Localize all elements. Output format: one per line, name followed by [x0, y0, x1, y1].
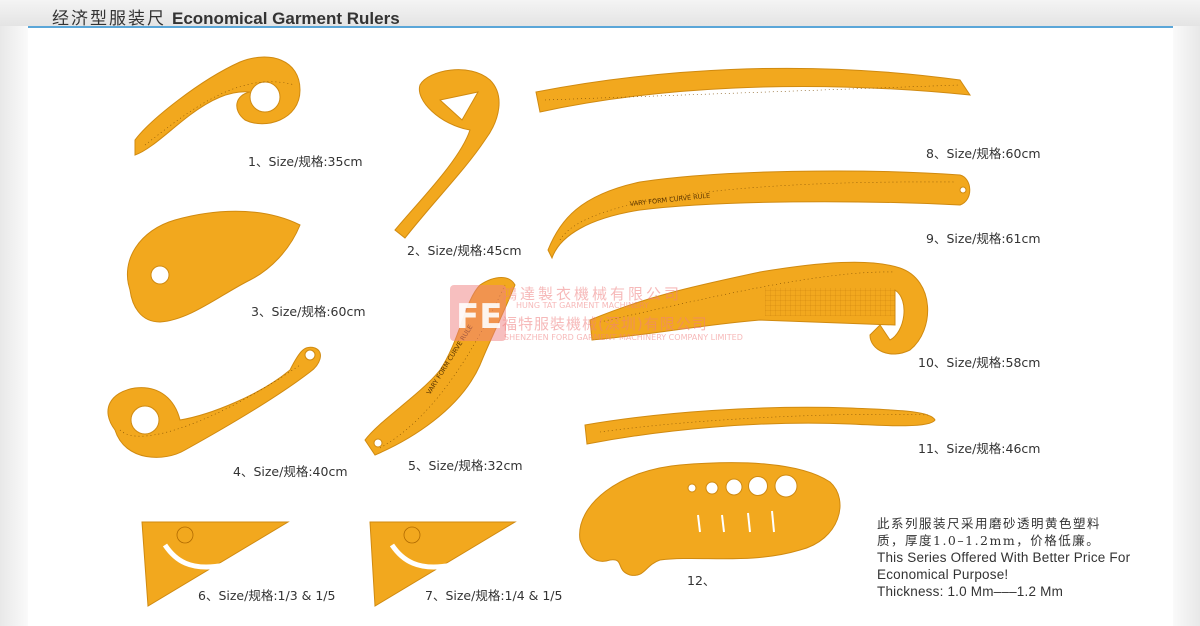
item-4-label: 4、Size/规格:40cm	[233, 464, 348, 479]
ruler-2	[394, 69, 500, 239]
left-shade	[0, 26, 28, 626]
description-cn-line1: 此系列服装尺采用磨砂透明黄色塑料	[877, 516, 1102, 531]
watermark-line1-cn: 鴻達製衣機械有限公司	[502, 285, 683, 303]
page-title-en: Economical Garment Rulers	[172, 9, 400, 28]
item-7-label: 7、Size/规格:1/4 & 1/5	[425, 588, 563, 603]
item-3-label: 3、Size/规格:60cm	[251, 304, 366, 319]
item-9-label: 9、Size/规格:61cm	[926, 231, 1041, 246]
svg-text:FE: FE	[456, 297, 502, 337]
ruler-12	[579, 462, 841, 576]
ruler-3	[126, 210, 301, 323]
item-6-label: 6、Size/规格:1/3 & 1/5	[198, 588, 336, 603]
ruler-9	[547, 170, 971, 260]
description-en-line2: Economical Purpose!	[877, 567, 1009, 582]
header-bar	[0, 0, 1200, 26]
item-2-label: 2、Size/规格:45cm	[407, 243, 522, 258]
description-en-line3: Thickness: 1.0 Mm–––1.2 Mm	[877, 584, 1064, 599]
description: 此系列服装尺采用磨砂透明黄色塑料 质，厚度1.0–1.2mm，价格低廉。 Thi…	[877, 515, 1130, 600]
item-5-label: 5、Size/规格:32cm	[408, 458, 523, 473]
ruler-1	[134, 56, 301, 156]
header-divider	[28, 26, 1173, 28]
page-title: 经济型服装尺 Economical Garment Rulers	[52, 4, 400, 29]
watermark-line2-en: SHENZHEN FORD GARMENT MACHINERY COMPANY …	[504, 333, 743, 342]
right-shade	[1173, 26, 1200, 626]
watermark-line2-cn: 福特服裝機械(深圳)有限公司	[502, 315, 708, 333]
item-1-label: 1、Size/规格:35cm	[248, 154, 363, 169]
description-cn-line2: 质，厚度1.0–1.2mm，价格低廉。	[877, 533, 1101, 548]
item-12-label: 12、	[687, 573, 716, 588]
watermark-line1-en: HUNG TAT GARMENT MACHINERY	[516, 301, 649, 310]
ruler-11	[584, 406, 936, 445]
watermark-logo-icon: FE	[450, 285, 506, 341]
ruler-8	[535, 67, 972, 113]
page-title-cn: 经济型服装尺	[52, 9, 166, 29]
item-8-label: 8、Size/规格:60cm	[926, 146, 1041, 161]
description-en-line1: This Series Offered With Better Price Fo…	[877, 550, 1131, 565]
ruler-10	[589, 261, 929, 355]
item-10-label: 10、Size/规格:58cm	[918, 355, 1041, 370]
ruler-4	[107, 346, 321, 458]
item-11-label: 11、Size/规格:46cm	[918, 441, 1041, 456]
